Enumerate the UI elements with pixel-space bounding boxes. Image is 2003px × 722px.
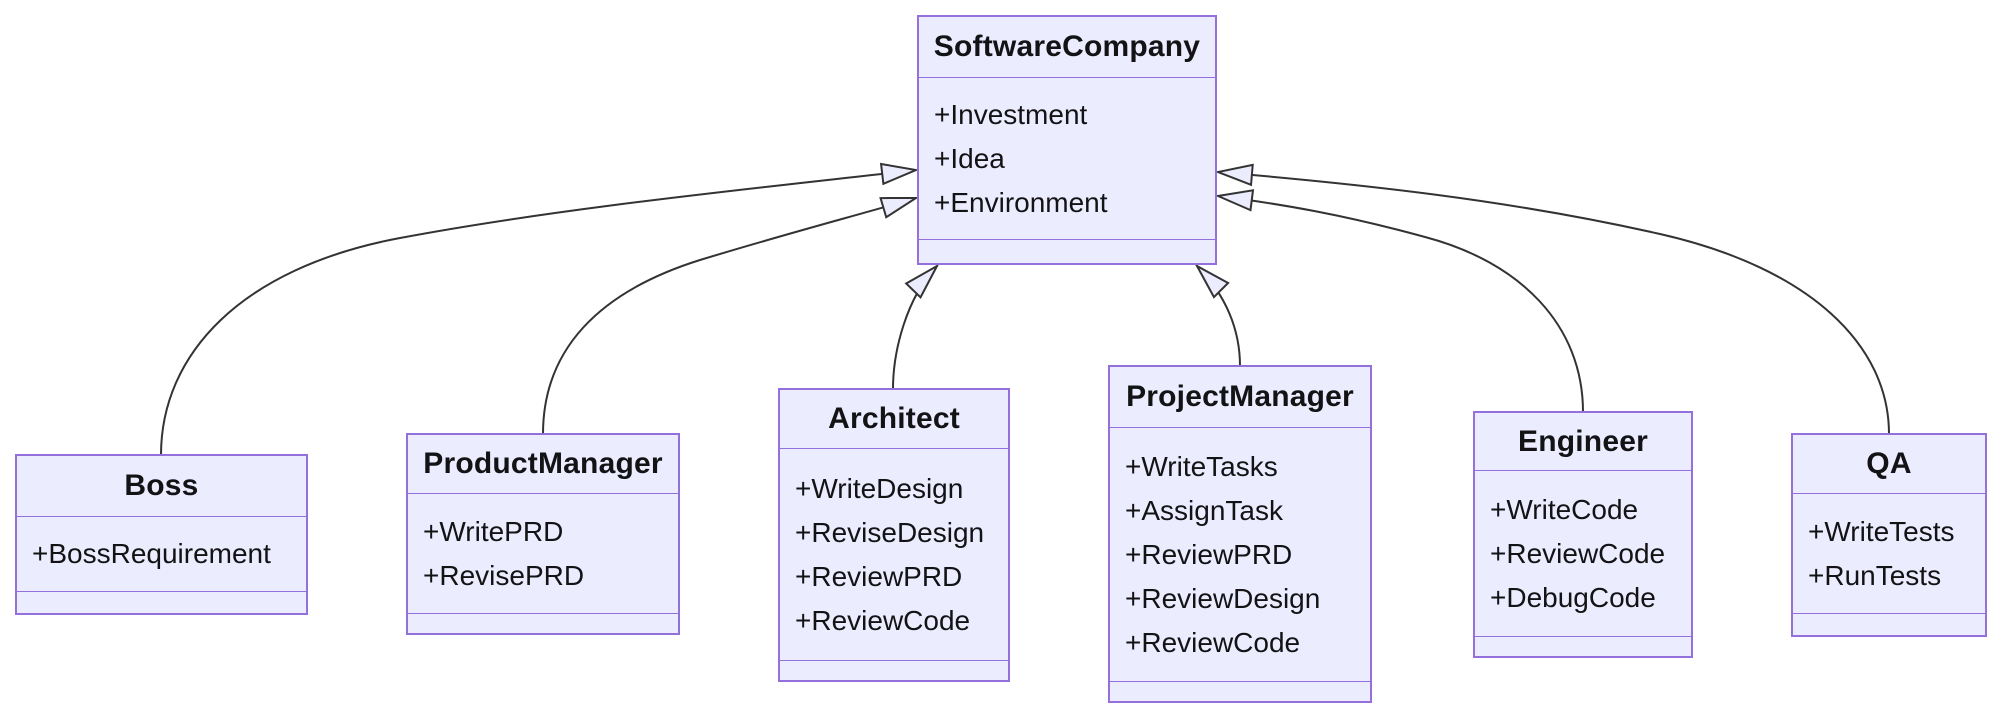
class-node-projectmanager: ProjectManager +WriteTasks +AssignTask +… — [1108, 365, 1372, 703]
class-member: +BossRequirement — [32, 538, 271, 569]
class-node-engineer: Engineer +WriteCode +ReviewCode +DebugCo… — [1473, 411, 1693, 658]
class-member: +ReviewPRD — [795, 560, 963, 592]
class-methods-empty — [919, 239, 1215, 263]
class-members: +WriteTests +RunTests — [1793, 494, 1985, 613]
class-member: +Environment — [934, 186, 1108, 218]
class-member: +ReviewCode — [795, 604, 971, 636]
class-title: ProjectManager — [1110, 367, 1370, 428]
class-member: +ReviewCode — [1125, 626, 1301, 658]
class-member: +RunTests — [1808, 559, 1942, 591]
class-member: +ReviewCode — [1490, 537, 1666, 569]
class-methods-empty — [1793, 613, 1985, 635]
class-members: +WritePRD +RevisePRD — [408, 494, 678, 613]
class-methods-empty — [780, 660, 1008, 680]
class-title: Engineer — [1475, 413, 1691, 471]
class-node-architect: Architect +WriteDesign +ReviseDesign +Re… — [778, 388, 1010, 682]
class-methods-empty — [408, 613, 678, 633]
class-title: SoftwareCompany — [919, 17, 1215, 78]
class-member: +WriteTasks — [1125, 450, 1278, 482]
class-title: Architect — [780, 390, 1008, 449]
class-member: +ReviewPRD — [1125, 538, 1293, 570]
edge-projectmanager-inherits-softwarecompany — [1197, 266, 1241, 367]
edge-qa-inherits-softwarecompany — [1218, 172, 1890, 435]
class-methods-empty — [17, 591, 306, 613]
class-title: ProductManager — [408, 435, 678, 494]
edge-productmanager-inherits-softwarecompany — [542, 198, 916, 435]
class-members: +BossRequirement — [17, 517, 306, 591]
class-member: +RevisePRD — [423, 559, 585, 591]
class-member: +DebugCode — [1490, 581, 1656, 613]
edge-engineer-inherits-softwarecompany — [1218, 196, 1584, 413]
class-title: QA — [1793, 435, 1985, 494]
class-member: +WriteDesign — [795, 472, 964, 504]
edge-boss-inherits-softwarecompany — [160, 170, 916, 456]
class-member: +WriteTests — [1808, 515, 1955, 547]
class-member: +WriteCode — [1490, 493, 1639, 525]
class-members: +Investment +Idea +Environment — [919, 78, 1215, 239]
class-member: +WritePRD — [423, 515, 564, 547]
class-member: +Investment — [934, 98, 1088, 130]
class-member: +ReviewDesign — [1125, 582, 1321, 614]
edge-architect-inherits-softwarecompany — [892, 266, 937, 390]
class-methods-empty — [1475, 636, 1691, 656]
class-member: +ReviseDesign — [795, 516, 985, 548]
class-node-softwarecompany: SoftwareCompany +Investment +Idea +Envir… — [917, 15, 1217, 265]
class-node-boss: Boss +BossRequirement — [15, 454, 308, 615]
class-node-productmanager: ProductManager +WritePRD +RevisePRD — [406, 433, 680, 635]
class-member: +AssignTask — [1125, 494, 1283, 526]
class-node-qa: QA +WriteTests +RunTests — [1791, 433, 1987, 637]
class-methods-empty — [1110, 681, 1370, 701]
class-members: +WriteDesign +ReviseDesign +ReviewPRD +R… — [780, 449, 1008, 660]
class-title: Boss — [17, 456, 306, 517]
class-members: +WriteCode +ReviewCode +DebugCode — [1475, 471, 1691, 636]
class-member: +Idea — [934, 142, 1005, 174]
class-members: +WriteTasks +AssignTask +ReviewPRD +Revi… — [1110, 428, 1370, 681]
